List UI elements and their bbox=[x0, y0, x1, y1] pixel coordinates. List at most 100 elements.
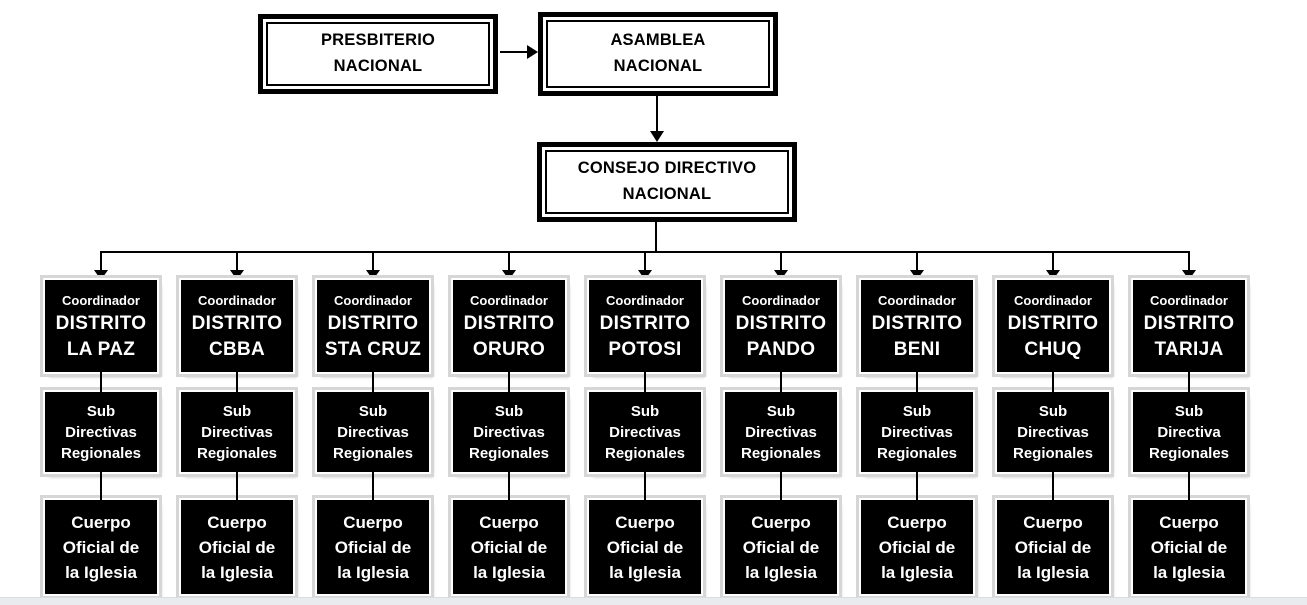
branch-arrow-head bbox=[94, 270, 108, 280]
district-box: Coordinador DISTRITO CBBA bbox=[181, 280, 293, 372]
district-name-label: TARIJA bbox=[1154, 338, 1224, 360]
consejo-directivo-nacional-box: CONSEJO DIRECTIVO NACIONAL bbox=[537, 142, 797, 222]
distrito-label: DISTRITO bbox=[735, 312, 827, 334]
district-box: Coordinador DISTRITO CHUQ bbox=[997, 280, 1109, 372]
district-box: Coordinador DISTRITO BENI bbox=[861, 280, 973, 372]
district-name-label: ORURO bbox=[472, 338, 546, 360]
sub-directivas-box: Sub Directiva Regionales bbox=[1133, 392, 1245, 472]
sub-directivas-box: Sub Directivas Regionales bbox=[725, 392, 837, 472]
presbiterio-nacional-box: PRESBITERIO NACIONAL bbox=[258, 14, 498, 94]
district-box: Coordinador DISTRITO PANDO bbox=[725, 280, 837, 372]
distrito-label: DISTRITO bbox=[1007, 312, 1099, 334]
cuerpo-oficial-box: Cuerpo Oficial de la Iglesia bbox=[45, 500, 157, 594]
branch-arrow-head bbox=[774, 270, 788, 280]
connector-district-to-sub bbox=[508, 372, 510, 392]
connector-district-to-sub bbox=[1052, 372, 1054, 392]
branch-arrow-down-icon bbox=[94, 251, 108, 280]
district-name-label: LA PAZ bbox=[66, 338, 136, 360]
cuerpo-oficial-box: Cuerpo Oficial de la Iglesia bbox=[589, 500, 701, 594]
sub-directivas-box: Sub Directivas Regionales bbox=[861, 392, 973, 472]
connector-sub-to-cuerpo bbox=[1188, 472, 1190, 500]
bottom-edge-strip bbox=[0, 597, 1307, 605]
branch-arrow-head bbox=[366, 270, 380, 280]
district-column: Coordinador DISTRITO CHUQ Sub Directivas… bbox=[985, 251, 1121, 594]
distrito-label: DISTRITO bbox=[871, 312, 963, 334]
branch-arrow-down-icon bbox=[1046, 251, 1060, 280]
sub-directivas-box: Sub Directivas Regionales bbox=[317, 392, 429, 472]
cuerpo-oficial-box: Cuerpo Oficial de la Iglesia bbox=[1133, 500, 1245, 594]
coordinador-label: Coordinador bbox=[470, 292, 548, 308]
district-name-label: PANDO bbox=[746, 338, 816, 360]
arrow-right-icon bbox=[527, 45, 538, 59]
branch-arrow-down-icon bbox=[1182, 251, 1196, 280]
presbiterio-nacional-label: PRESBITERIO NACIONAL bbox=[266, 22, 490, 86]
connector-sub-to-cuerpo bbox=[1052, 472, 1054, 500]
connector-sub-to-cuerpo bbox=[916, 472, 918, 500]
district-name-label: STA CRUZ bbox=[324, 338, 422, 360]
district-name-label: CHUQ bbox=[1024, 338, 1082, 360]
district-column: Coordinador DISTRITO TARIJA Sub Directiv… bbox=[1121, 251, 1257, 594]
branch-arrow-stem bbox=[916, 251, 918, 270]
district-name-label: BENI bbox=[893, 338, 941, 360]
connector-district-to-sub bbox=[780, 372, 782, 392]
district-column: Coordinador DISTRITO POTOSI Sub Directiv… bbox=[577, 251, 713, 594]
connector-sub-to-cuerpo bbox=[236, 472, 238, 500]
cuerpo-oficial-box: Cuerpo Oficial de la Iglesia bbox=[861, 500, 973, 594]
sub-directivas-box: Sub Directivas Regionales bbox=[997, 392, 1109, 472]
sub-directivas-box: Sub Directivas Regionales bbox=[181, 392, 293, 472]
district-column: Coordinador DISTRITO PANDO Sub Directiva… bbox=[713, 251, 849, 594]
branch-arrow-stem bbox=[780, 251, 782, 270]
sub-directivas-box: Sub Directivas Regionales bbox=[45, 392, 157, 472]
district-box: Coordinador DISTRITO LA PAZ bbox=[45, 280, 157, 372]
connector-sub-to-cuerpo bbox=[508, 472, 510, 500]
district-name-label: CBBA bbox=[208, 338, 266, 360]
coordinador-label: Coordinador bbox=[606, 292, 684, 308]
branch-arrow-down-icon bbox=[774, 251, 788, 280]
district-column: Coordinador DISTRITO BENI Sub Directivas… bbox=[849, 251, 985, 594]
district-column: Coordinador DISTRITO CBBA Sub Directivas… bbox=[169, 251, 305, 594]
consejo-drop-line bbox=[655, 222, 657, 253]
arrow-asamblea-to-consejo-line bbox=[656, 96, 658, 131]
distrito-label: DISTRITO bbox=[327, 312, 419, 334]
district-column: Coordinador DISTRITO ORURO Sub Directiva… bbox=[441, 251, 577, 594]
consejo-directivo-nacional-label: CONSEJO DIRECTIVO NACIONAL bbox=[545, 150, 789, 214]
coordinador-label: Coordinador bbox=[62, 292, 140, 308]
district-column: Coordinador DISTRITO STA CRUZ Sub Direct… bbox=[305, 251, 441, 594]
coordinador-label: Coordinador bbox=[198, 292, 276, 308]
sub-directivas-box: Sub Directivas Regionales bbox=[589, 392, 701, 472]
connector-district-to-sub bbox=[1188, 372, 1190, 392]
arrow-presbiterio-to-asamblea-line bbox=[500, 51, 528, 53]
district-column: Coordinador DISTRITO LA PAZ Sub Directiv… bbox=[33, 251, 169, 594]
sub-directivas-box: Sub Directivas Regionales bbox=[453, 392, 565, 472]
distrito-label: DISTRITO bbox=[463, 312, 555, 334]
asamblea-nacional-label: ASAMBLEA NACIONAL bbox=[546, 20, 770, 88]
connector-sub-to-cuerpo bbox=[372, 472, 374, 500]
connector-sub-to-cuerpo bbox=[100, 472, 102, 500]
branch-arrow-head bbox=[910, 270, 924, 280]
district-box: Coordinador DISTRITO TARIJA bbox=[1133, 280, 1245, 372]
district-box: Coordinador DISTRITO POTOSI bbox=[589, 280, 701, 372]
branch-arrow-down-icon bbox=[502, 251, 516, 280]
branch-arrow-stem bbox=[1188, 251, 1190, 270]
branch-arrow-stem bbox=[100, 251, 102, 270]
branch-arrow-stem bbox=[372, 251, 374, 270]
cuerpo-oficial-box: Cuerpo Oficial de la Iglesia bbox=[453, 500, 565, 594]
cuerpo-oficial-box: Cuerpo Oficial de la Iglesia bbox=[997, 500, 1109, 594]
district-box: Coordinador DISTRITO STA CRUZ bbox=[317, 280, 429, 372]
cuerpo-oficial-box: Cuerpo Oficial de la Iglesia bbox=[725, 500, 837, 594]
connector-district-to-sub bbox=[236, 372, 238, 392]
coordinador-label: Coordinador bbox=[1014, 292, 1092, 308]
distrito-label: DISTRITO bbox=[1143, 312, 1235, 334]
connector-sub-to-cuerpo bbox=[780, 472, 782, 500]
connector-district-to-sub bbox=[916, 372, 918, 392]
branch-arrow-stem bbox=[236, 251, 238, 270]
district-box: Coordinador DISTRITO ORURO bbox=[453, 280, 565, 372]
coordinador-label: Coordinador bbox=[334, 292, 412, 308]
branch-arrow-stem bbox=[1052, 251, 1054, 270]
branch-arrow-head bbox=[1046, 270, 1060, 280]
branch-arrow-down-icon bbox=[366, 251, 380, 280]
cuerpo-oficial-box: Cuerpo Oficial de la Iglesia bbox=[317, 500, 429, 594]
district-columns: Coordinador DISTRITO LA PAZ Sub Directiv… bbox=[33, 251, 1257, 594]
branch-arrow-down-icon bbox=[230, 251, 244, 280]
